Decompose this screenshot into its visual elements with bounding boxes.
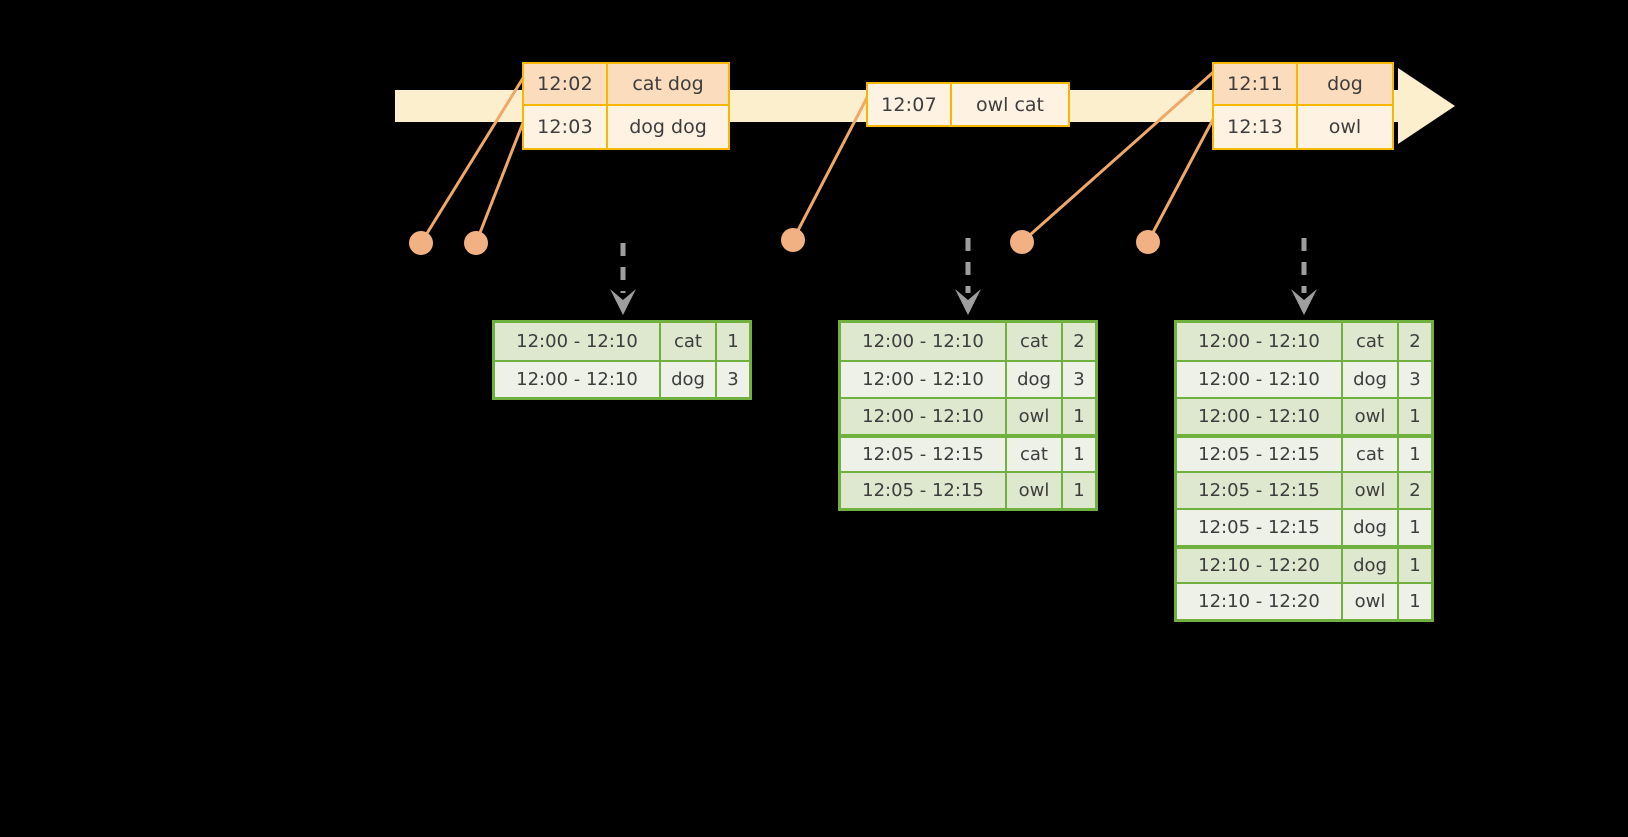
cell-window: 12:05 - 12:15	[1177, 473, 1343, 508]
cell-count: 3	[1399, 362, 1431, 397]
connector-line-2	[474, 108, 530, 245]
cell-word: cat	[1343, 323, 1399, 360]
cell-word: dog	[1007, 362, 1063, 397]
cell-word: owl	[1007, 399, 1063, 434]
cell-window: 12:00 - 12:10	[495, 362, 661, 397]
cell-window: 12:00 - 12:10	[841, 399, 1007, 434]
event-box-2[interactable]: 12:07 owl cat	[866, 82, 1070, 127]
marker-dots	[409, 228, 1160, 255]
cell-window: 12:05 - 12:15	[841, 473, 1007, 508]
event-words: owl	[1328, 116, 1362, 138]
event-words: cat dog	[632, 73, 704, 95]
cell-count: 1	[717, 323, 749, 360]
dashed-arrow-2	[955, 238, 981, 315]
event-row[interactable]: 12:13 owl	[1214, 106, 1392, 148]
cell-window: 12:00 - 12:10	[1177, 362, 1343, 397]
marker-dot-3	[781, 228, 805, 252]
cell-count: 1	[1399, 549, 1431, 582]
dashed-arrow-1	[610, 243, 636, 315]
dashed-arrow-3	[1291, 238, 1317, 315]
cell-word: dog	[1343, 510, 1399, 545]
event-time: 12:02	[524, 64, 608, 104]
cell-count: 1	[1063, 438, 1095, 471]
cell-count: 1	[1063, 473, 1095, 508]
cell-word: owl	[1343, 584, 1399, 619]
cell-window: 12:10 - 12:20	[1177, 549, 1343, 582]
cell-window: 12:00 - 12:10	[495, 323, 661, 360]
cell-count: 2	[1399, 473, 1431, 508]
event-time: 12:07	[868, 84, 952, 125]
event-row[interactable]: 12:03 dog dog	[524, 106, 728, 148]
cell-window: 12:05 - 12:15	[1177, 438, 1343, 471]
cell-count: 1	[1399, 399, 1431, 434]
dashed-arrows	[610, 238, 1317, 315]
event-words: dog	[1327, 73, 1363, 95]
cell-word: owl	[1343, 473, 1399, 508]
event-words: dog dog	[629, 116, 707, 138]
cell-count: 1	[1063, 399, 1095, 434]
event-words: owl cat	[975, 93, 1045, 116]
cell-word: cat	[1007, 438, 1063, 471]
cell-window: 12:05 - 12:15	[1177, 510, 1343, 545]
cell-count: 1	[1399, 438, 1431, 471]
connector-line-1	[419, 68, 530, 245]
event-row[interactable]: 12:11 dog	[1214, 64, 1392, 106]
connector-line-3	[791, 86, 874, 242]
event-box-1[interactable]: 12:02 cat dog 12:03 dog dog	[522, 62, 730, 150]
cell-count: 2	[1063, 323, 1095, 360]
marker-dot-1	[409, 231, 433, 255]
cell-word: cat	[661, 323, 717, 360]
event-row[interactable]: 12:02 cat dog	[524, 64, 728, 106]
cell-count: 1	[1399, 510, 1431, 545]
cell-word: owl	[1343, 399, 1399, 434]
marker-dot-2	[464, 231, 488, 255]
cell-window: 12:00 - 12:10	[841, 362, 1007, 397]
cell-word: owl	[1007, 473, 1063, 508]
cell-count: 2	[1399, 323, 1431, 360]
event-time: 12:13	[1214, 106, 1298, 148]
cell-count: 3	[717, 362, 749, 397]
cell-window: 12:00 - 12:10	[1177, 323, 1343, 360]
cell-word: cat	[1007, 323, 1063, 360]
event-box-3[interactable]: 12:11 dog 12:13 owl	[1212, 62, 1394, 150]
cell-window: 12:10 - 12:20	[1177, 584, 1343, 619]
cell-window: 12:00 - 12:10	[841, 323, 1007, 360]
cell-window: 12:05 - 12:15	[841, 438, 1007, 471]
event-time: 12:03	[524, 106, 608, 148]
cell-count: 3	[1063, 362, 1095, 397]
cell-window: 12:00 - 12:10	[1177, 399, 1343, 434]
marker-dot-4	[1010, 230, 1034, 254]
cell-word: dog	[1343, 362, 1399, 397]
cell-count: 1	[1399, 584, 1431, 619]
event-time: 12:11	[1214, 64, 1298, 104]
cell-word: dog	[1343, 549, 1399, 582]
connector-line-5	[1146, 108, 1220, 244]
marker-dot-5	[1136, 230, 1160, 254]
cell-word: dog	[661, 362, 717, 397]
event-row[interactable]: 12:07 owl cat	[868, 84, 1068, 125]
cell-word: cat	[1343, 438, 1399, 471]
